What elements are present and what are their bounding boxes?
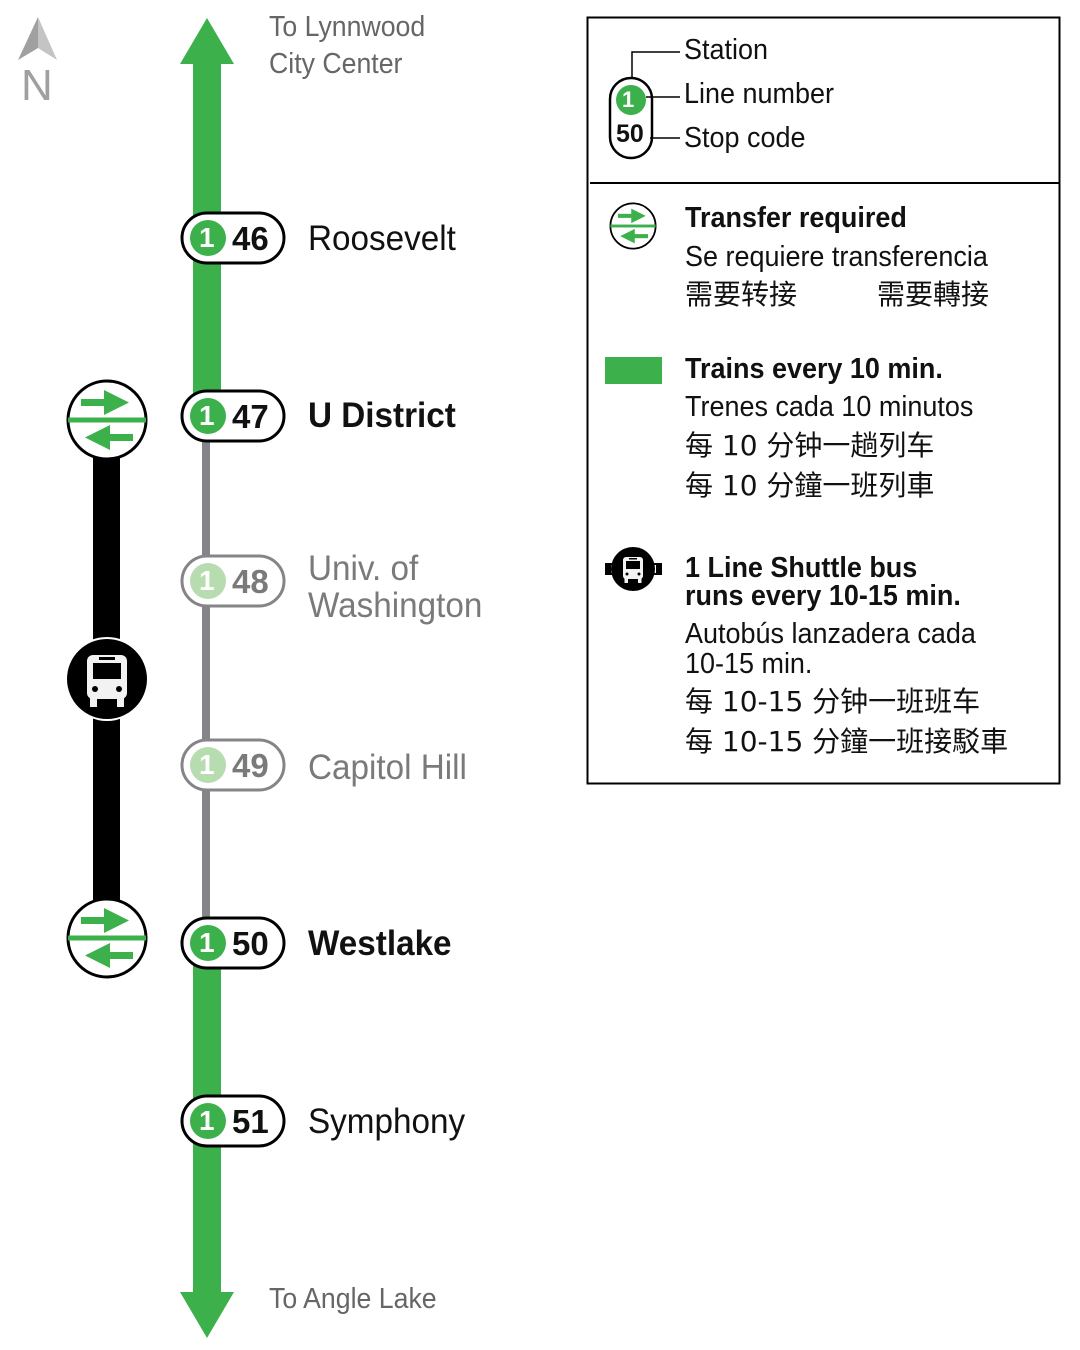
stop-code: 49 (232, 747, 269, 784)
north-terminus-line1: To Lynnwood (269, 11, 426, 43)
station-name-symphony: Symphony (308, 1102, 466, 1141)
legend-transfer-zh-simplified: 需要转接 (685, 278, 798, 311)
line-number: 1 (199, 749, 215, 780)
line-number: 1 (199, 927, 215, 958)
legend-stop-code: 50 (616, 120, 644, 148)
line-swatch (605, 357, 662, 384)
closed-segment (202, 430, 210, 930)
shuttle-bus-route (65, 379, 149, 979)
compass-label: N (21, 61, 53, 110)
north-arrow-head (180, 18, 234, 64)
legend-shuttle-title-line1: 1 Line Shuttle bus (685, 552, 918, 584)
line-number: 1 (199, 1105, 215, 1136)
stop-code: 50 (232, 925, 269, 962)
legend-box (586, 16, 1061, 785)
shuttle-bus-icon (605, 547, 662, 591)
legend-trains-zh-traditional: 每 10 分鐘一班列車 (685, 469, 935, 502)
legend-line-number: 1 (622, 87, 635, 112)
station-name-univ-washington-line2: Washington (308, 586, 483, 625)
legend-trains-es: Trenes cada 10 minutos (685, 391, 974, 423)
legend-shuttle-title-line2: runs every 10-15 min. (685, 580, 961, 612)
transfer-icon (66, 379, 148, 461)
legend-shuttle-zh-traditional: 每 10-15 分鐘一班接駁車 (685, 725, 1009, 758)
stop-code: 51 (232, 1103, 269, 1140)
stop-code: 47 (232, 398, 269, 435)
stop-code: 48 (232, 563, 269, 600)
legend-shuttle-zh-simplified: 每 10-15 分钟一班班车 (685, 685, 981, 718)
station-name-univ-washington-line1: Univ. of (308, 549, 419, 588)
line-number: 1 (199, 565, 215, 596)
transfer-icon (609, 202, 657, 250)
legend-shuttle-es-line2: 10-15 min. (685, 648, 813, 680)
south-terminus: To Angle Lake (269, 1283, 437, 1315)
line-number: 1 (199, 400, 215, 431)
south-arrow-head (180, 1292, 234, 1338)
legend-shuttle-es-line1: Autobús lanzadera cada (685, 618, 976, 650)
legend-transfer-title: Transfer required (685, 202, 907, 234)
stop-code: 46 (232, 220, 269, 257)
legend-transfer-zh-traditional: 需要轉接 (877, 278, 990, 311)
legend-stop-code-label: Stop code (684, 122, 806, 154)
station-name-roosevelt: Roosevelt (308, 219, 456, 258)
north-terminus-line2: City Center (269, 48, 403, 80)
legend-transfer-es: Se requiere transferencia (685, 241, 988, 273)
legend-line-number-label: Line number (684, 78, 834, 110)
station-name-westlake: Westlake (308, 924, 452, 963)
station-badges (180, 211, 286, 1148)
north-arrow-icon (18, 17, 57, 60)
transfer-icon (66, 897, 148, 979)
legend-station-label: Station (684, 34, 768, 66)
station-name-u-district: U District (308, 396, 456, 435)
line-number: 1 (199, 222, 215, 253)
legend-trains-title: Trains every 10 min. (685, 353, 943, 385)
legend-trains-zh-simplified: 每 10 分钟一趟列车 (685, 429, 935, 462)
station-name-capitol-hill: Capitol Hill (308, 748, 467, 787)
